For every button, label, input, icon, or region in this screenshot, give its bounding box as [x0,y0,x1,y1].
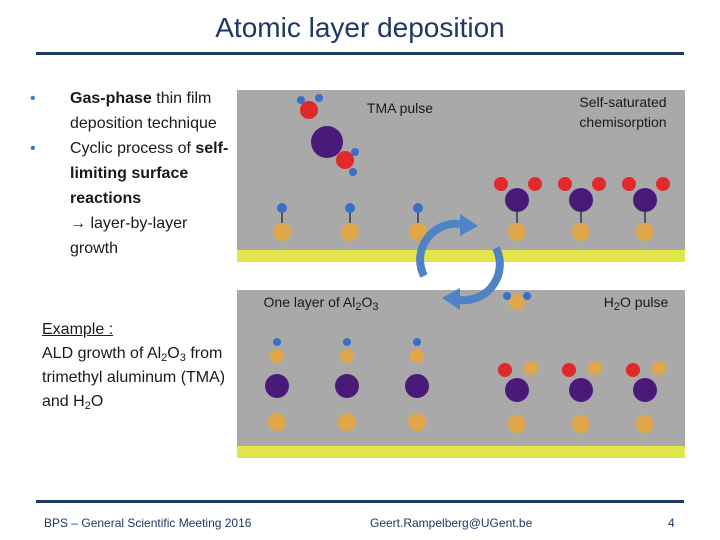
bullet-icon: • [30,140,36,157]
label-one-layer-subscript: 3 [372,301,379,313]
chemisorbed-layer [494,177,670,241]
label-one-layer-text: O [361,294,373,310]
example-line: ALD growth of Al [42,345,162,362]
footer-divider [36,500,684,503]
label-self-saturated: Self-saturated chemisorption [579,94,667,130]
panel-self-saturated [477,90,685,262]
bullet-lead: self-limiting surface reactions [70,140,229,207]
label-one-layer-subscript: 2 [355,301,362,313]
footer-page-number: 4 [668,516,675,530]
bullet-item: • Gas-phase thin film deposition techniq… [30,86,235,136]
alumina-layer [265,338,429,431]
tma-molecule [297,94,359,176]
footer-event: BPS – General Scientific Meeting 2016 [44,516,252,530]
example-subscript: 2 [161,352,168,364]
label-tma-pulse: TMA pulse [366,100,434,116]
bullet-icon: • [30,90,36,107]
bullet-item: • Cyclic process of self-limiting surfac… [30,136,235,261]
label-h2o-subscript: 2 [613,301,620,313]
one-layer-panel-illustration [237,290,477,458]
label-h2o-text: O pulse [620,294,669,310]
example-line: O [167,345,180,362]
example-text: Example : ALD growth of Al2O3 from trime… [42,318,232,414]
water-molecule [503,292,531,310]
bullet-lead: Gas-phase [70,90,152,107]
bullet-list: • Gas-phase thin film deposition techniq… [30,86,235,261]
slide-title: Atomic layer deposition [215,12,505,43]
bullet-text: Cyclic process of [70,140,196,157]
cycle-arrows-icon [416,214,504,310]
surface-hydroxyls-tma [273,203,427,241]
example-line: from trimethyl aluminum (TMA) and H [42,345,226,410]
title-divider [36,52,684,55]
label-one-layer: One layer of Al2O3 [236,292,406,313]
example-heading: Example : [42,321,114,338]
label-one-layer-text: One layer of Al [263,294,356,310]
panel-one-layer [237,290,477,458]
h2o-panel-illustration [477,290,685,458]
hydroxylated-layer [498,361,666,433]
panel-h2o [477,290,685,458]
bullet-text: → layer-by-layer growth [70,215,188,257]
label-h2o-text: H [603,294,614,310]
example-subscript: 3 [179,352,186,364]
label-h2o-pulse: H2O pulse [586,292,686,313]
example-line: O [90,393,104,410]
example-subscript: 2 [84,400,91,412]
chemisorption-panel-illustration [477,90,685,262]
footer-email: Geert.Rampelberg@UGent.be [370,516,533,530]
bullet-text: thin film deposition technique [70,90,217,132]
